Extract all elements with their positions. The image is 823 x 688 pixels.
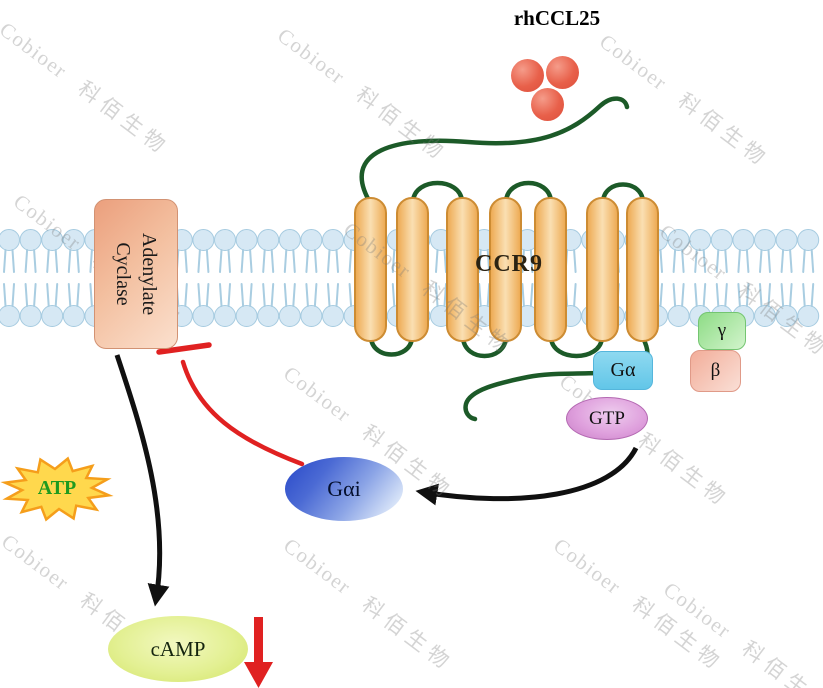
arrow-gtp-to-galphai bbox=[415, 446, 639, 506]
adenylate-cyclase-label: Adenylate Cyclase bbox=[110, 233, 162, 315]
extracellular-loop bbox=[410, 180, 465, 204]
g-gamma-subunit: γ bbox=[698, 312, 746, 350]
adenylate-cyclase: Adenylate Cyclase bbox=[94, 199, 178, 349]
atp-starburst bbox=[0, 456, 114, 522]
atp-label: ATP bbox=[37, 477, 77, 499]
adenylate-cyclase-line1: Adenylate bbox=[138, 232, 160, 316]
helix bbox=[396, 197, 429, 342]
helix bbox=[586, 197, 619, 342]
arrow-ac-to-camp bbox=[114, 354, 170, 607]
ccl25-ligand-ball bbox=[546, 56, 579, 89]
adenylate-cyclase-line2: Cyclase bbox=[112, 242, 134, 306]
camp-decrease-arrow bbox=[244, 617, 273, 688]
gtp-molecule: GTP bbox=[566, 397, 648, 440]
ccl25-ligand-ball bbox=[531, 88, 564, 121]
helix bbox=[446, 197, 479, 342]
transmembrane-helices bbox=[354, 197, 659, 342]
g-alpha-subunit: Gα bbox=[593, 351, 653, 390]
helix bbox=[354, 197, 387, 342]
g-alpha-i-subunit: Gαi bbox=[285, 457, 403, 521]
helix bbox=[534, 197, 567, 342]
signal-arrows bbox=[114, 342, 639, 688]
extracellular-loop bbox=[503, 180, 554, 204]
helix bbox=[626, 197, 659, 342]
ligand-title: rhCCL25 bbox=[513, 6, 601, 30]
intracellular-loop bbox=[460, 335, 509, 359]
intracellular-loop bbox=[548, 335, 605, 359]
ccr9-receptor-label: CCR9 bbox=[475, 251, 543, 277]
helix bbox=[489, 197, 522, 342]
camp-molecule: cAMP bbox=[108, 616, 248, 682]
inhibition-bar bbox=[156, 342, 212, 355]
intracellular-loop bbox=[368, 335, 415, 357]
g-beta-subunit: β bbox=[690, 350, 741, 392]
ccl25-ligand-ball bbox=[511, 59, 544, 92]
n-terminus-loop bbox=[359, 96, 630, 207]
extracellular-loop bbox=[600, 182, 646, 204]
inhibition-line bbox=[180, 359, 305, 467]
